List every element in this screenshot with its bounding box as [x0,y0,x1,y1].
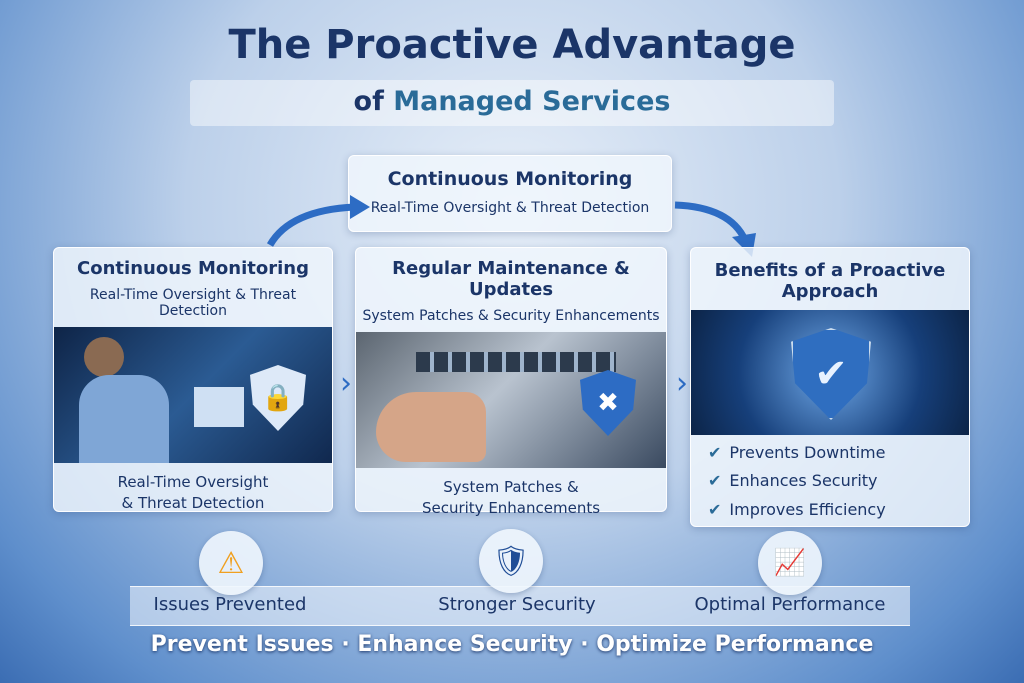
top-box-title: Continuous Monitoring [387,168,633,190]
outcome-label: Optimal Performance [694,594,886,615]
check-icon: ✔ [708,471,722,490]
maintenance-image: ✖ [356,332,666,468]
card-title: Continuous Monitoring [77,258,309,279]
card-title-line2: Approach [781,281,879,302]
chevron-right-icon: › [676,366,688,401]
benefit-item: ✔ Enhances Security [708,471,878,490]
card-caption-line2: & Threat Detection [121,494,265,512]
benefits-image: ✔ [691,310,969,435]
card-continuous-monitoring: Continuous Monitoring Real-Time Oversigh… [53,247,333,512]
monitoring-image: 🔒 [54,327,332,463]
top-monitoring-box: Continuous Monitoring Real-Time Oversigh… [348,155,672,232]
tagline: Prevent Issues · Enhance Security · Opti… [150,632,874,657]
page-title: The Proactive Advantage [228,22,796,68]
card-subtitle: Real-Time Oversight & Threat Detection [89,287,297,319]
card-maintenance-updates: Regular Maintenance & Updates System Pat… [355,247,667,517]
person-head [84,337,124,377]
check-shield-icon: ✔ [791,328,871,420]
warning-gear-icon: ⚠ [199,531,263,595]
page-subtitle: of Managed Services [0,86,1024,117]
hand [376,392,486,462]
check-icon: ✔ [708,443,722,462]
benefit-label: Enhances Security [729,471,878,490]
person-body [79,375,169,463]
benefit-label: Improves Efficiency [729,500,886,519]
arrow-left-curve [266,203,356,247]
subtitle-prefix: of [353,86,384,117]
card-caption-line1: Real-Time Oversight [117,473,269,491]
benefit-item: ✔ Prevents Downtime [708,443,885,462]
outcome-label: Issues Prevented [153,594,307,615]
arrow-head-left [350,195,370,219]
subtitle-highlight: Managed Services [393,86,671,117]
laptop-screen [194,387,244,427]
lock-shield-icon: 🛡 [479,529,543,593]
benefit-item: ✔ Improves Efficiency [708,500,886,519]
card-subtitle: System Patches & Security Enhancements [362,308,660,324]
card-caption-line1: System Patches & [443,478,579,496]
benefit-label: Prevents Downtime [729,443,886,462]
check-icon: ✔ [708,500,722,519]
card-title-line1: Benefits of a Proactive [714,260,946,281]
card-benefits: Benefits of a Proactive Approach ✔ [690,247,970,527]
server-ports [416,352,616,372]
card-title: Regular Maintenance & Updates [392,258,630,300]
title-banner [190,80,834,126]
tools-shield-icon: ✖ [580,370,636,436]
outcome-label: Stronger Security [438,594,596,615]
arrow-right-curve [674,201,749,242]
top-box-subtitle: Real-Time Oversight & Threat Detection [370,200,650,216]
chevron-right-icon: › [340,366,352,401]
bar-chart-up-icon: 📈 [758,531,822,595]
lock-shield-icon: 🔒 [250,365,306,431]
card-caption-line2: Security Enhancements [421,499,601,517]
